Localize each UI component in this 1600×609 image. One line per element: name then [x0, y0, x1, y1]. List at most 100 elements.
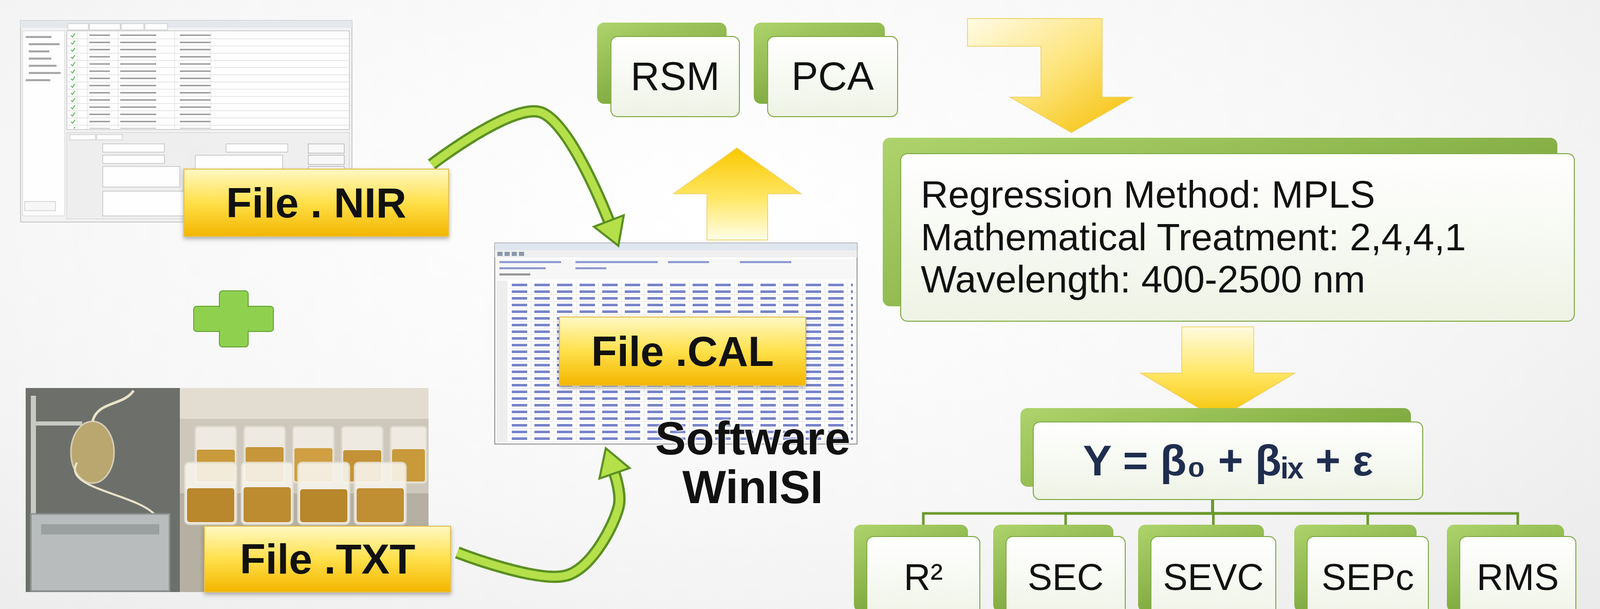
- winisi-screenshot: [494, 243, 858, 251]
- nir-software-screenshot: [174, 30, 176, 130]
- winisi-screenshot: [494, 250, 858, 258]
- lab-photo: [92, 390, 134, 422]
- tree-line: [1065, 499, 1213, 525]
- nir-software-screenshot: [226, 143, 288, 153]
- node-text: Y = β₀ + βᵢₓ + ε: [1083, 436, 1374, 485]
- nir-software-screenshot: [87, 30, 88, 130]
- connector: [923, 499, 1213, 525]
- nir-software-screenshot: [66, 31, 350, 129]
- nir-software-screenshot: [121, 23, 144, 30]
- nir-software-screenshot: [102, 143, 165, 153]
- lab-photo: [75, 462, 155, 514]
- software-label: Software WinISI: [637, 414, 869, 512]
- winisi-screenshot: [518, 251, 525, 256]
- lab-photo: [179, 387, 429, 419]
- winisi-screenshot: [575, 261, 658, 264]
- lab-photo: [30, 513, 170, 591]
- nir-software-screenshot: [210, 30, 212, 130]
- node-text: File .CAL: [591, 327, 774, 376]
- node-text: File . NIR: [226, 179, 407, 227]
- yellow-down-arrow: [1140, 326, 1295, 420]
- beaker: [354, 462, 406, 525]
- node-text: SEPc: [1321, 556, 1415, 599]
- statistic-box: RMS: [1459, 535, 1577, 609]
- yellow-up-arrow: [673, 147, 802, 240]
- tree-line: [1212, 499, 1518, 525]
- method-box: PCA: [767, 35, 899, 118]
- connector: [457, 473, 620, 577]
- nir-software-screenshot: [25, 35, 52, 39]
- plus-symbol: [194, 307, 273, 331]
- statistic-box: R²: [866, 535, 981, 609]
- nir-software-screenshot: [22, 30, 65, 216]
- nir-software-screenshot: [28, 43, 60, 46]
- node-text: SEC: [1027, 556, 1104, 599]
- equation-box: Y = β₀ + βᵢₓ + ε: [1032, 421, 1424, 500]
- node-text: Regression Method: MPLS: [920, 173, 1375, 217]
- lab-photo: [35, 421, 83, 426]
- nir-software-screenshot: [308, 155, 345, 165]
- beaker: [298, 462, 350, 525]
- yellow-bent-arrow: [967, 18, 1133, 133]
- winisi-screenshot: [504, 251, 510, 256]
- nir-software-screenshot: [25, 79, 51, 82]
- beaker: [184, 462, 237, 525]
- method-box: RSM: [610, 35, 740, 118]
- node-text: File .TXT: [239, 535, 416, 583]
- winisi-screenshot: [575, 267, 607, 270]
- lab-photo: [41, 524, 160, 535]
- connector-outline: [457, 473, 620, 577]
- file-box: File .TXT: [203, 525, 452, 593]
- node-text: RSM: [630, 53, 720, 99]
- beaker: [243, 487, 291, 523]
- nir-software-screenshot: [24, 201, 56, 211]
- beaker: [241, 462, 293, 525]
- nir-software-screenshot: [308, 143, 345, 154]
- nir-software-screenshot: [118, 30, 119, 130]
- nir-software-screenshot: [28, 57, 52, 60]
- beaker: [300, 489, 348, 523]
- node-text: RMS: [1476, 556, 1559, 599]
- nir-software-screenshot: [96, 134, 123, 140]
- nir-software-screenshot: [28, 71, 61, 74]
- file-box: File . NIR: [183, 168, 450, 237]
- nir-software-screenshot: [77, 30, 78, 130]
- connector-line: [457, 473, 620, 577]
- node-text: Mathematical Treatment: 2,4,4,1: [920, 216, 1466, 259]
- nir-software-screenshot: [69, 134, 96, 140]
- winisi-screenshot: [511, 251, 517, 256]
- nir-software-screenshot: [28, 64, 57, 67]
- node-text: Wavelength: 400-2500 nm: [920, 258, 1366, 302]
- file-box: File .CAL: [559, 316, 807, 386]
- winisi-screenshot: [499, 261, 562, 264]
- winisi-screenshot: [499, 273, 531, 276]
- nir-software-screenshot: [89, 23, 121, 30]
- beaker: [187, 488, 235, 523]
- plus-symbol: [193, 290, 274, 347]
- beaker: [184, 426, 427, 525]
- connector: [1065, 499, 1213, 525]
- winisi-screenshot: [496, 258, 857, 280]
- settings-box: Regression Method: MPLSMathematical Trea…: [900, 153, 1575, 322]
- plus-symbol: [193, 306, 274, 332]
- statistic-box: SEPc: [1306, 535, 1429, 609]
- node-text: PCA: [791, 53, 874, 99]
- nir-software-screenshot: [102, 166, 180, 188]
- connector-line: [431, 110, 609, 221]
- connector-outline: [431, 110, 609, 221]
- winisi-screenshot: [499, 267, 546, 270]
- tree-line: [923, 499, 1213, 525]
- lab-photo: [25, 387, 180, 592]
- winisi-screenshot: [739, 261, 792, 264]
- lab-photo: [30, 395, 36, 530]
- node-text: SEVC: [1162, 556, 1264, 599]
- connector: [1140, 326, 1295, 420]
- winisi-screenshot: [667, 261, 710, 264]
- statistic-box: SEVC: [1150, 535, 1277, 609]
- statistic-box: SEC: [1005, 535, 1126, 609]
- nir-software-screenshot: [67, 23, 89, 30]
- nir-software-screenshot: [28, 50, 50, 53]
- node-text: R²: [903, 556, 943, 599]
- connector: [431, 110, 609, 221]
